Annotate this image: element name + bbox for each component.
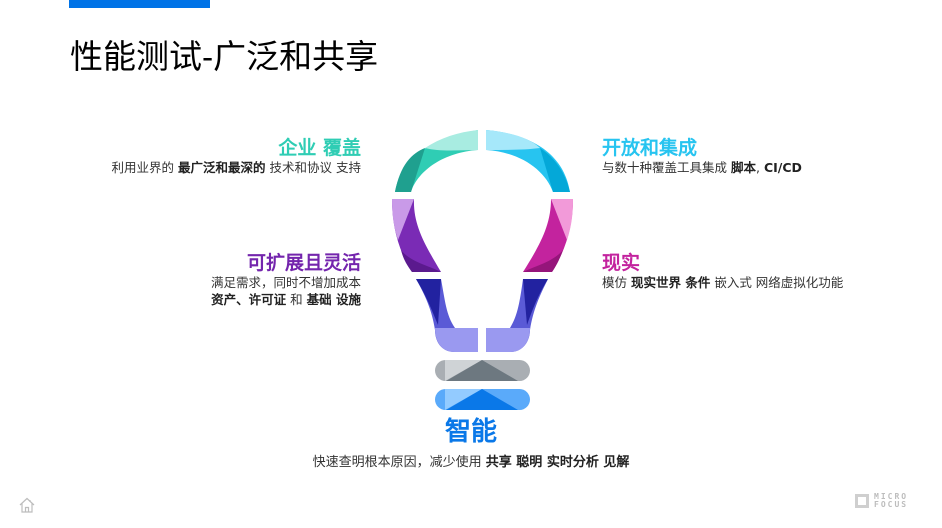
feature-heading: 现实: [602, 252, 641, 274]
accent-bar: [69, 0, 210, 8]
feature-intelligent: 智能 快速查明根本原因，减少使用 共享 聪明 实时分析 见解: [0, 416, 942, 471]
logo-line1: MICRO: [874, 492, 909, 501]
bulb-segment-open: [486, 130, 570, 192]
bulb-segment-scalable: [392, 199, 441, 272]
feature-scalable-flexible: 可扩展且灵活 满足需求，同时不增加成本 资产、许可证 和 基础 设施: [211, 252, 361, 308]
bulb-base-blue: [435, 389, 530, 410]
feature-heading: 企业 覆盖: [278, 137, 361, 159]
bulb-segment-enterprise: [395, 130, 478, 192]
logo-square-icon: [855, 494, 869, 508]
feature-description: 模仿 现实世界 条件 嵌入式 网络虚拟化功能: [602, 275, 844, 290]
logo-line2: FOCUS: [874, 500, 909, 509]
micro-focus-logo: MICRO FOCUS: [855, 493, 908, 509]
feature-description: 与数十种覆盖工具集成 脚本, CI/CD: [602, 160, 802, 175]
feature-realistic: 现实 模仿 现实世界 条件 嵌入式 网络虚拟化功能: [602, 252, 843, 291]
feature-description: 快速查明根本原因，减少使用 共享 聪明 实时分析 见解: [312, 455, 630, 470]
feature-open-integrated: 开放和集成 与数十种覆盖工具集成 脚本, CI/CD: [602, 137, 802, 176]
bulb-segment-realistic: [523, 199, 573, 272]
bulb-base-gray: [435, 360, 530, 381]
feature-description: 利用业界的 最广泛和最深的 技术和协议 支持: [111, 160, 361, 175]
bulb-segment-lower-right: [486, 279, 548, 352]
feature-heading: 开放和集成: [602, 137, 698, 159]
feature-heading: 智能: [444, 417, 497, 447]
feature-heading: 可扩展且灵活: [246, 252, 361, 274]
bulb-segment-lower-left: [416, 279, 478, 352]
feature-description-line2: 资产、许可证 和 基础 设施: [211, 292, 361, 307]
page-title: 性能测试-广泛和共享: [70, 37, 379, 76]
feature-enterprise-coverage: 企业 覆盖 利用业界的 最广泛和最深的 技术和协议 支持: [112, 137, 361, 176]
feature-description-line1: 满足需求，同时不增加成本: [210, 275, 361, 290]
home-icon[interactable]: [18, 497, 36, 513]
